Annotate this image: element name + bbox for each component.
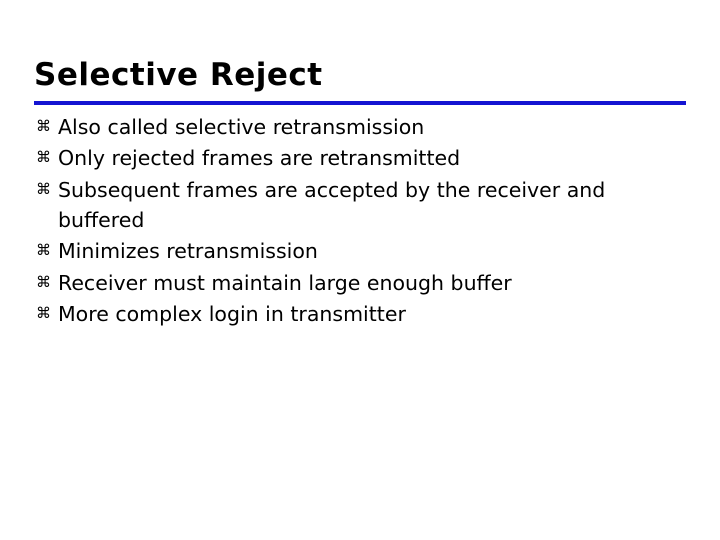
title-underline-rule — [34, 101, 686, 105]
page-title: Selective Reject — [34, 57, 323, 93]
list-item: ⌘ Only rejected frames are retransmitted — [36, 143, 696, 173]
list-item: ⌘ Minimizes retransmission — [36, 236, 696, 266]
list-item-label: Only rejected frames are retransmitted — [58, 146, 461, 171]
bullet-marker-icon: ⌘ — [36, 272, 51, 291]
list-item-label: More complex login in transmitter — [58, 301, 406, 326]
bullet-marker-icon: ⌘ — [36, 241, 51, 260]
bullet-marker-icon: ⌘ — [36, 303, 51, 322]
list-item: ⌘ More complex login in transmitter — [36, 299, 696, 329]
list-item: ⌘ Subsequent frames are accepted by the … — [36, 175, 696, 236]
bullet-marker-icon: ⌘ — [36, 148, 51, 167]
bullet-marker-icon: ⌘ — [36, 179, 51, 198]
bullet-list: ⌘ Also called selective retransmission ⌘… — [36, 112, 696, 330]
bullet-marker-icon: ⌘ — [36, 117, 51, 135]
list-item-label: Also called selective retransmission — [58, 115, 425, 139]
list-item: ⌘ Also called selective retransmission — [36, 112, 696, 142]
list-item: ⌘ Receiver must maintain large enough bu… — [36, 268, 696, 298]
list-item-label: Subsequent frames are accepted by the re… — [58, 177, 606, 232]
list-item-label: Receiver must maintain large enough buff… — [58, 270, 512, 295]
list-item-label: Minimizes retransmission — [58, 239, 318, 264]
